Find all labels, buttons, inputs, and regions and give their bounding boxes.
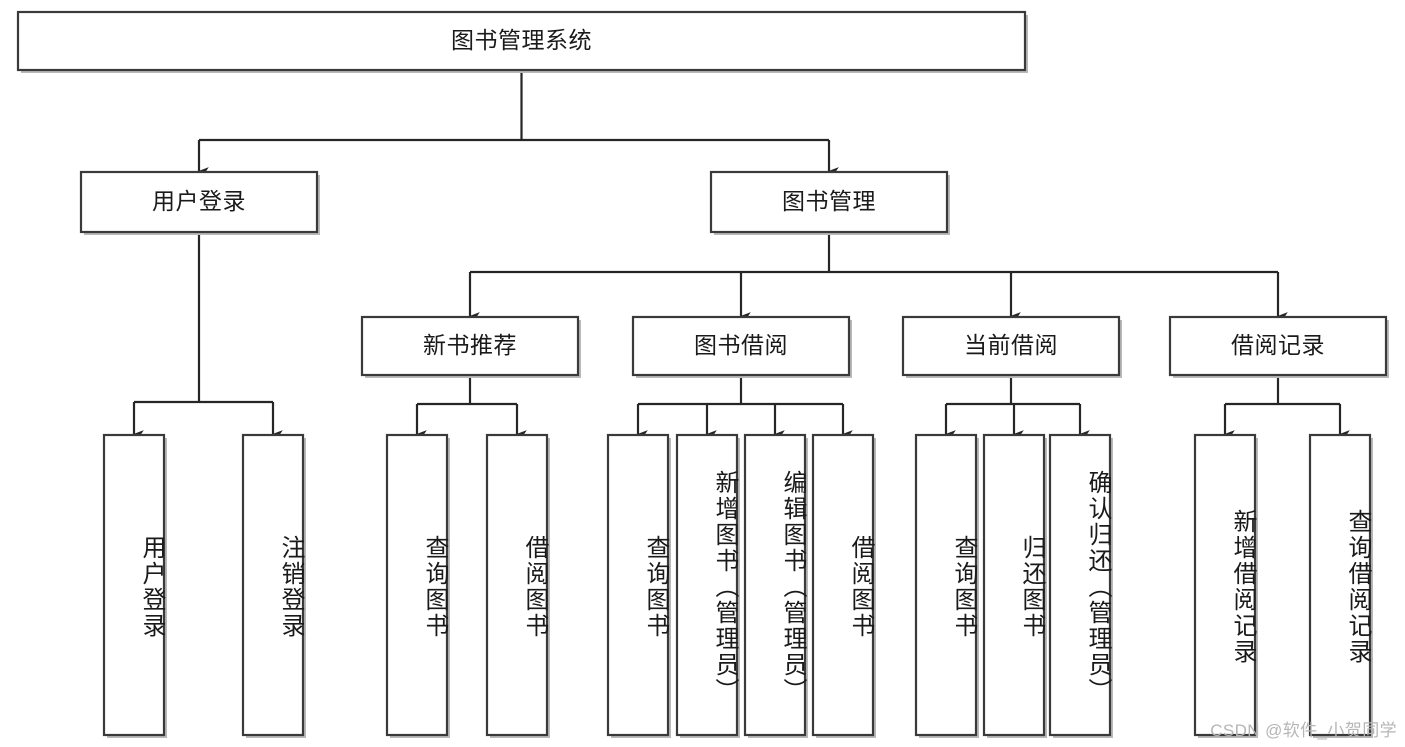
node-book-borrow[interactable] (631, 315, 851, 377)
connector-layer (132, 70, 1350, 438)
node-leaf-confirm-return[interactable] (1048, 433, 1112, 737)
node-leaf-edit-book[interactable] (743, 433, 807, 737)
node-leaf-return-book[interactable] (982, 433, 1046, 737)
node-leaf-add-record[interactable] (1193, 433, 1257, 737)
node-leaf-user-login[interactable] (102, 433, 166, 737)
node-root[interactable] (16, 10, 1027, 72)
node-leaf-borrow-book-2[interactable] (811, 433, 875, 737)
node-leaf-borrow-book-1[interactable] (485, 433, 549, 737)
node-leaf-query-book-3[interactable] (914, 433, 978, 737)
node-current-borrow[interactable] (901, 315, 1121, 377)
node-leaf-logout[interactable] (241, 433, 305, 737)
node-leaf-query-book-1[interactable] (385, 433, 449, 737)
node-borrow-record[interactable] (1168, 315, 1388, 377)
node-leaf-query-book-2[interactable] (606, 433, 670, 737)
node-user-login[interactable] (79, 170, 319, 234)
node-leaf-query-record[interactable] (1308, 433, 1372, 737)
node-leaf-add-book[interactable] (675, 433, 739, 737)
node-layer (16, 10, 1389, 738)
node-book-manage[interactable] (709, 170, 949, 234)
node-new-book-rec[interactable] (360, 315, 580, 377)
